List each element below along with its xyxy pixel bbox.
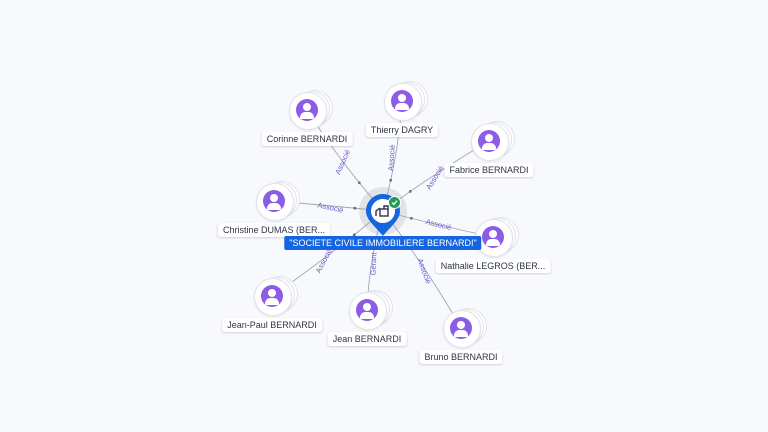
person-icon xyxy=(261,285,283,307)
person-icon xyxy=(263,190,285,212)
edge-arrow-marker xyxy=(353,206,357,210)
edge-arrow-marker xyxy=(409,216,413,220)
person-name-label[interactable]: Jean BERNARDI xyxy=(327,332,407,346)
person-icon xyxy=(356,299,378,321)
edge-arrow-marker xyxy=(352,233,356,237)
edge-role-label: Associé xyxy=(425,217,453,232)
edge-role-label: Gérant xyxy=(369,251,379,275)
edge-role-label: Associé xyxy=(424,164,446,191)
company-name-label[interactable]: "SOCIETE CIVILE IMMOBILIERE BERNARDI" xyxy=(284,236,482,250)
person-name-label[interactable]: Jean-Paul BERNARDI xyxy=(222,318,322,332)
edge-arrow-marker xyxy=(389,178,393,182)
person-icon xyxy=(478,130,500,152)
person-name-label[interactable]: Corinne BERNARDI xyxy=(261,132,353,146)
edge-role-label: Associé xyxy=(416,257,433,285)
edge-arrow-marker xyxy=(408,190,412,193)
building-icon xyxy=(375,205,389,217)
person-name-label[interactable]: Bruno BERNARDI xyxy=(419,350,503,364)
person-icon xyxy=(450,317,472,339)
avatar-disc xyxy=(443,310,481,348)
person-icon xyxy=(296,99,318,121)
edge-role-label: Associé xyxy=(386,144,397,171)
avatar-disc xyxy=(254,278,292,316)
person-icon xyxy=(482,226,504,248)
edge-role-label: Associé xyxy=(317,200,345,214)
person-name-label[interactable]: Nathalie LEGROS (BER... xyxy=(435,259,551,273)
person-name-label[interactable]: Fabrice BERNARDI xyxy=(444,163,534,177)
check-icon xyxy=(391,200,398,206)
person-name-label[interactable]: Christine DUMAS (BER... xyxy=(217,223,331,237)
person-name-label[interactable]: Thierry DAGRY xyxy=(365,123,439,137)
verified-badge xyxy=(388,196,401,209)
person-icon xyxy=(391,90,413,112)
edge-role-label: Associé xyxy=(314,247,334,274)
edge-arrow-marker xyxy=(357,181,361,185)
